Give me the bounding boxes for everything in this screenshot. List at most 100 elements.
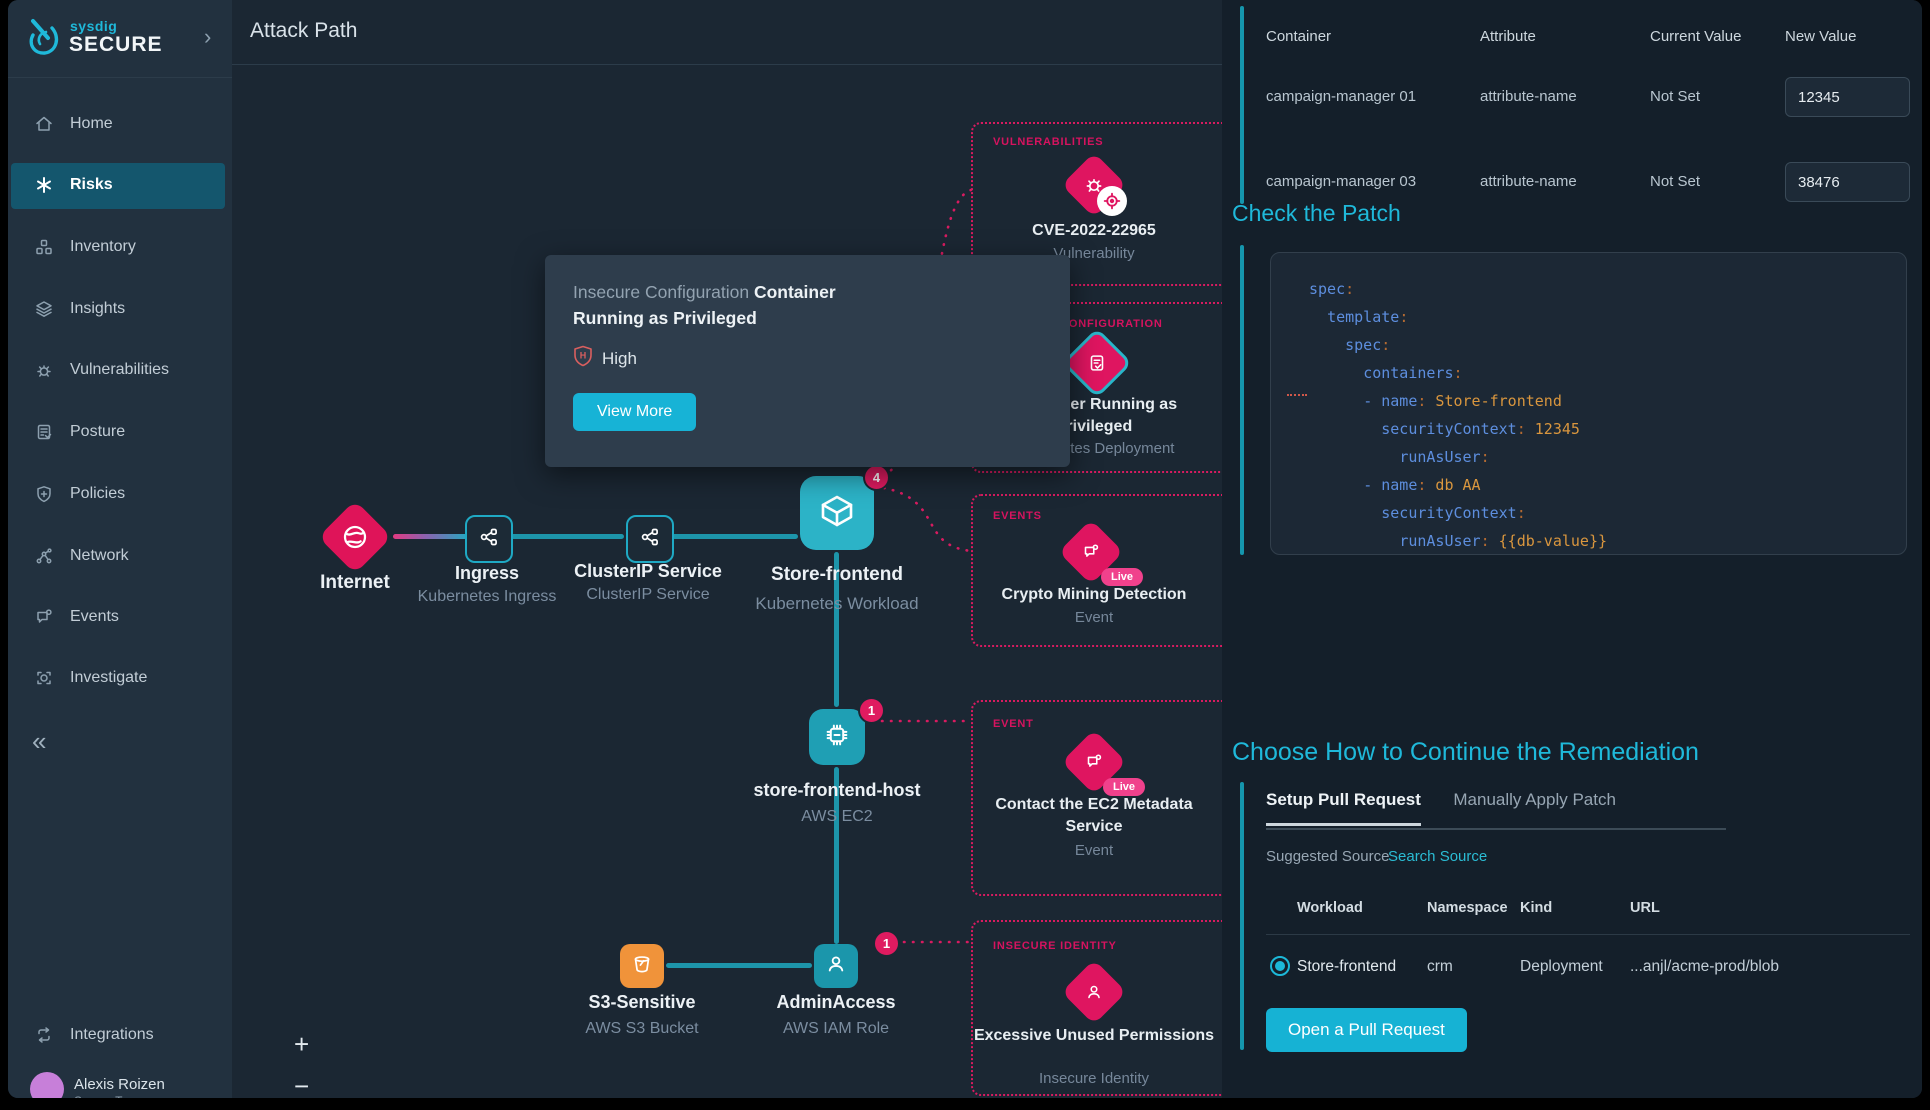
- open-pull-request-button[interactable]: Open a Pull Request: [1266, 1008, 1467, 1052]
- code-line: containers:: [1287, 364, 1463, 396]
- node-label: store-frontend-host: [753, 780, 921, 800]
- sidebar-item-network[interactable]: Network: [8, 539, 232, 575]
- riskbox-node[interactable]: [1058, 519, 1124, 585]
- section-accent-bar: [1240, 245, 1244, 555]
- check-patch-heading: Check the Patch: [1232, 200, 1401, 226]
- live-badge: Live: [1101, 568, 1144, 586]
- svg-text:H: H: [580, 351, 587, 361]
- brand-secure: SECURE: [69, 33, 163, 56]
- network-icon: [34, 546, 54, 571]
- node-ingress[interactable]: [465, 515, 513, 563]
- integrations-icon: [34, 1025, 54, 1050]
- sidebar-item-risks[interactable]: Risks: [8, 168, 232, 204]
- user-name: Alexis Roizen: [74, 1076, 165, 1093]
- share-icon: [638, 525, 662, 554]
- riskbox-node[interactable]: [1061, 152, 1127, 218]
- riskbox-title: Contact the EC2 Metadata Service: [995, 796, 1193, 835]
- col-header-workload: Workload: [1297, 900, 1363, 916]
- col-header-attribute: Attribute: [1480, 28, 1536, 45]
- node-s3-sensitive[interactable]: [620, 944, 664, 988]
- riskbox-category: EVENT: [993, 718, 1034, 730]
- code-line: securityContext:: [1381, 504, 1526, 522]
- sidebar-collapse-icon[interactable]: «: [32, 726, 47, 756]
- code-line: securityContext: 12345: [1381, 420, 1580, 438]
- new-value-input[interactable]: [1785, 162, 1910, 202]
- section-accent-bar: [1240, 6, 1244, 204]
- attack-path-canvas[interactable]: Internet Ingress Kubernetes Ingress Clus…: [232, 64, 1222, 1098]
- page-title: Attack Path: [250, 19, 358, 42]
- view-more-button[interactable]: View More: [573, 393, 697, 431]
- admin-risk-badge[interactable]: 1: [873, 930, 900, 957]
- events-icon: [34, 607, 54, 632]
- edge-ingress-clusterip: [511, 534, 624, 539]
- live-badge: Live: [1103, 778, 1146, 796]
- node-internet[interactable]: [318, 500, 392, 574]
- col-header-url: URL: [1630, 900, 1660, 916]
- chat-bubble-icon: [1068, 529, 1114, 575]
- sidebar-item-vulnerabilities[interactable]: Vulnerabilities: [8, 353, 232, 389]
- sidebar-item-events[interactable]: Events: [8, 600, 232, 636]
- share-icon: [477, 525, 501, 554]
- sidebar-item-inventory[interactable]: Inventory: [8, 230, 232, 266]
- sidebar-item-integrations[interactable]: Integrations: [8, 1018, 232, 1054]
- user-team: Secure Team: [74, 1094, 144, 1098]
- page-header: Attack Path: [232, 0, 1222, 65]
- node-sublabel: AWS IAM Role: [782, 1020, 890, 1037]
- remediation-panel: Container Attribute Current Value New Va…: [1222, 0, 1922, 1098]
- riskbox-sublabel: Vulnerability: [1053, 245, 1135, 262]
- host-risk-badge[interactable]: 1: [858, 697, 885, 724]
- tab-manually-apply-patch[interactable]: Manually Apply Patch: [1453, 790, 1616, 809]
- edge-store-host: [834, 552, 839, 707]
- edge-s3-admin: [666, 963, 812, 968]
- globe-icon: [329, 511, 381, 563]
- riskbox-event[interactable]: EVENT Live Contact the EC2 Metadata Serv…: [971, 700, 1222, 896]
- sidebar-item-insights[interactable]: Insights: [8, 292, 232, 328]
- risk-tooltip: Insecure Configuration Container Running…: [545, 255, 1070, 467]
- store-frontend-risk-badge[interactable]: 4: [863, 464, 890, 491]
- bug-icon: [1071, 162, 1117, 208]
- new-value-input[interactable]: [1785, 77, 1910, 117]
- riskbox-insecure-identity[interactable]: INSECURE IDENTITY Excessive Unused Permi…: [971, 920, 1222, 1096]
- sidebar-item-home[interactable]: Home: [8, 107, 232, 143]
- zoom-out-control[interactable]: −: [294, 1071, 310, 1098]
- node-label: Internet: [320, 572, 390, 593]
- node-store-frontend[interactable]: [800, 476, 874, 550]
- remediation-tabs: Setup Pull Request Manually Apply Patch: [1266, 790, 1726, 830]
- sidebar: sysdig SECURE › Home Risks Inventory Ins…: [8, 0, 232, 1098]
- tab-setup-pull-request[interactable]: Setup Pull Request: [1266, 790, 1421, 826]
- sidebar-expand-chevron-icon[interactable]: ›: [204, 24, 212, 49]
- col-header-namespace: Namespace: [1427, 900, 1508, 916]
- sidebar-item-policies[interactable]: Policies: [8, 477, 232, 513]
- chat-bubble-icon: [1071, 739, 1117, 785]
- search-source-link[interactable]: Search Source: [1388, 848, 1488, 865]
- node-clusterip[interactable]: [626, 515, 674, 563]
- insights-icon: [34, 299, 54, 324]
- avatar[interactable]: [30, 1072, 64, 1098]
- riskbox-vulnerabilities[interactable]: VULNERABILITIES CVE-2022-22965 Vulnerabi…: [971, 122, 1222, 286]
- workload-radio[interactable]: [1270, 956, 1290, 976]
- riskbox-events[interactable]: EVENTS Live Crypto Mining Detection Even…: [971, 494, 1222, 647]
- table-cell-attribute: attribute-name: [1480, 88, 1577, 105]
- riskbox-node[interactable]: [1061, 729, 1127, 795]
- code-line: runAsUser:: [1399, 448, 1490, 466]
- suggested-source-label: Suggested Source: [1266, 848, 1390, 865]
- riskbox-node[interactable]: [1061, 959, 1127, 1025]
- patch-code-block[interactable]: spec: template: spec: containers: - name…: [1270, 252, 1907, 555]
- sidebar-item-posture[interactable]: Posture: [8, 415, 232, 451]
- node-sublabel: AWS S3 Bucket: [585, 1020, 699, 1037]
- policies-icon: [34, 484, 54, 509]
- home-icon: [34, 114, 54, 139]
- tooltip-severity: H High: [573, 345, 637, 372]
- node-adminaccess[interactable]: [814, 944, 858, 988]
- person-icon: [1071, 969, 1117, 1015]
- node-store-frontend-host[interactable]: [809, 709, 865, 765]
- code-line: - name: db AA: [1363, 476, 1481, 494]
- zoom-in-control[interactable]: +: [294, 1029, 310, 1059]
- node-sublabel: ClusterIP Service: [586, 586, 710, 603]
- sidebar-item-investigate[interactable]: Investigate: [8, 661, 232, 697]
- node-label: ClusterIP Service: [574, 561, 722, 581]
- chip-icon: [822, 720, 852, 755]
- section-accent-bar: [1240, 782, 1244, 1050]
- riskbox-node[interactable]: [1061, 327, 1133, 399]
- table-cell-container: campaign-manager 01: [1266, 88, 1417, 105]
